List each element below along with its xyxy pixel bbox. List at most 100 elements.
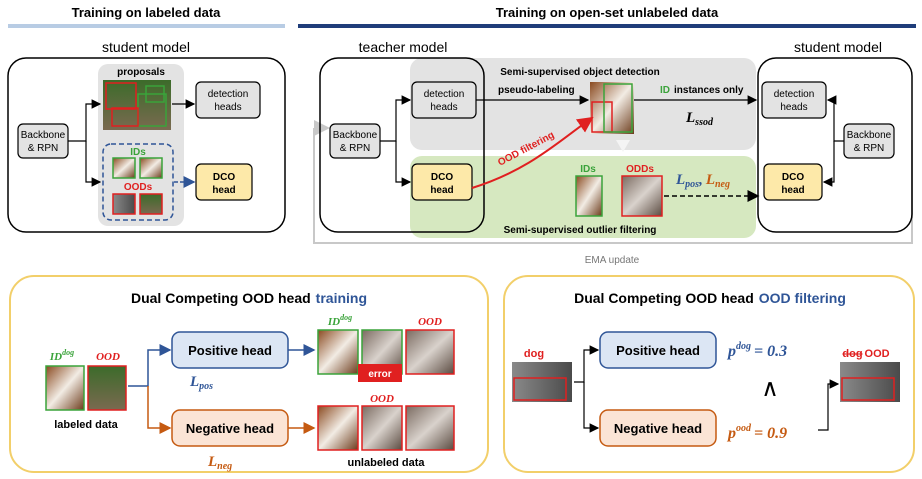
dco-filtering-title: Dual Competing OOD head OOD filtering	[574, 290, 846, 306]
arrow-student-backbone-to-detection	[826, 95, 844, 142]
ids-label: IDs	[130, 147, 146, 158]
p-dog-label: pdog= 0.3	[726, 341, 787, 360]
p-ood-val: = 0.9	[754, 425, 787, 442]
pos-unlabeled-dog	[317, 329, 359, 375]
arrow-backbone-to-idood	[85, 141, 102, 187]
student-backbone-line2: & RPN	[854, 143, 885, 154]
result-ood: OOD	[865, 348, 890, 360]
proposals-label: proposals	[117, 67, 165, 78]
ood-thumbnail	[139, 193, 163, 215]
bl-l-neg-main: L	[207, 454, 217, 470]
arrow-student-backbone-to-dco	[822, 141, 835, 187]
title-bar-light	[8, 24, 285, 28]
ood-thumbnail	[112, 193, 136, 215]
labeled-training-panel: Training on labeled data student model p…	[7, 5, 286, 233]
bl-ood-top-label: OOD	[418, 316, 442, 328]
arrow-to-result	[818, 379, 840, 431]
teacher-dco-line1: DCO	[431, 172, 453, 183]
teacher-detection-line1: detection	[424, 89, 465, 100]
backbone-line1: Backbone	[21, 130, 66, 141]
detection-heads-box	[195, 81, 261, 119]
pos-unlabeled-ood	[405, 329, 455, 375]
p-dog-val: = 0.3	[754, 343, 787, 360]
ssod-title: Semi-supervised object detection	[500, 67, 660, 78]
arrow-teacher-backbone-to-detection	[380, 95, 412, 142]
neg-unlabeled-ood	[405, 405, 455, 451]
id-ood-proposals-group	[102, 143, 174, 221]
br-dog-label: dog	[524, 348, 544, 360]
bl-id-top-label: IDdog	[327, 313, 352, 328]
br-negative-head-label: Negative head	[614, 421, 702, 436]
outlier-id-image	[575, 175, 603, 217]
teacher-backbone-line2: & RPN	[340, 143, 371, 154]
p-dog-main: p	[726, 343, 736, 360]
bl-l-pos-label: Lpos	[189, 374, 213, 392]
student-model-box-right	[757, 57, 913, 233]
pseudo-labeling-label: pseudo-labeling	[498, 85, 575, 96]
outlier-oods-label: ODDs	[626, 164, 654, 175]
bl-l-neg-sub: neg	[217, 461, 232, 472]
error-badge	[358, 364, 402, 382]
proposals-image	[103, 80, 171, 130]
backbone-line2: & RPN	[28, 143, 59, 154]
id-thumbnail	[139, 157, 163, 179]
neg-unlabeled-cat	[361, 405, 403, 451]
p-dog-sup: dog	[736, 341, 751, 352]
bl-id-label: IDdog	[49, 348, 74, 363]
arrow-to-positive-head	[128, 344, 172, 387]
negative-head-label: Negative head	[186, 421, 274, 436]
teacher-model-label: teacher model	[359, 39, 448, 55]
dco-filtering-title-prefix: Dual Competing OOD head	[574, 290, 754, 306]
neg-unlabeled-dog	[317, 405, 359, 451]
student-backbone-line1: Backbone	[847, 130, 892, 141]
bl-id-main: ID	[49, 351, 62, 363]
br-input-image	[512, 362, 572, 402]
arrow-to-br-positive	[574, 345, 600, 383]
student-model-label-right: student model	[794, 39, 882, 55]
br-positive-head-box	[599, 331, 717, 369]
teacher-dco-line2: head	[430, 185, 453, 196]
bl-l-neg-label: Lneg	[207, 454, 232, 472]
student-dco-line1: DCO	[782, 172, 804, 183]
l-pos-sub: pos	[684, 179, 699, 190]
outlier-title: Semi-supervised outlier filtering	[504, 225, 657, 236]
l-ssod-sub: ssod	[694, 117, 714, 128]
unlabeled-panel-title: Training on open-set unlabeled data	[496, 5, 719, 20]
labeled-panel-title: Training on labeled data	[72, 5, 222, 20]
ood-filtering-arrow	[471, 116, 594, 189]
labeled-id-image	[45, 365, 85, 411]
dco-line2: head	[212, 185, 235, 196]
ema-update-label: EMA update	[585, 255, 640, 266]
oods-label: OODs	[124, 182, 153, 193]
br-positive-head-label: Positive head	[616, 343, 700, 358]
instances-only: instances only	[674, 85, 744, 96]
dco-filtering-title-suffix: OOD filtering	[759, 290, 846, 306]
arrow-to-br-negative	[583, 382, 600, 433]
dco-training-title-prefix: Dual Competing OOD head	[131, 290, 311, 306]
error-label: error	[368, 369, 391, 380]
l-pos-main: L	[675, 172, 685, 188]
student-model-box	[7, 57, 286, 233]
pseudo-id-box	[603, 83, 633, 133]
l-neg-sub: neg	[715, 179, 730, 190]
student-model-label: student model	[102, 39, 190, 55]
proposal-box	[145, 85, 165, 103]
id-word: ID	[660, 85, 670, 96]
proposal-box	[111, 107, 139, 127]
l-neg-main: L	[705, 172, 715, 188]
result-image	[840, 362, 900, 402]
outlier-ood-image	[621, 175, 663, 217]
l-ssod-main: L	[685, 110, 695, 126]
dco-filtering-frame	[503, 275, 915, 473]
arrow-backbone-to-proposals	[68, 99, 102, 142]
detection-line2: heads	[214, 102, 241, 113]
l-ssod-label: Lssod	[685, 110, 714, 128]
bl-l-pos-main: L	[189, 374, 199, 390]
student-detection-line2: heads	[780, 102, 807, 113]
teacher-dco-box	[411, 163, 473, 201]
dco-training-frame	[9, 275, 489, 473]
br-negative-head-box	[599, 409, 717, 447]
